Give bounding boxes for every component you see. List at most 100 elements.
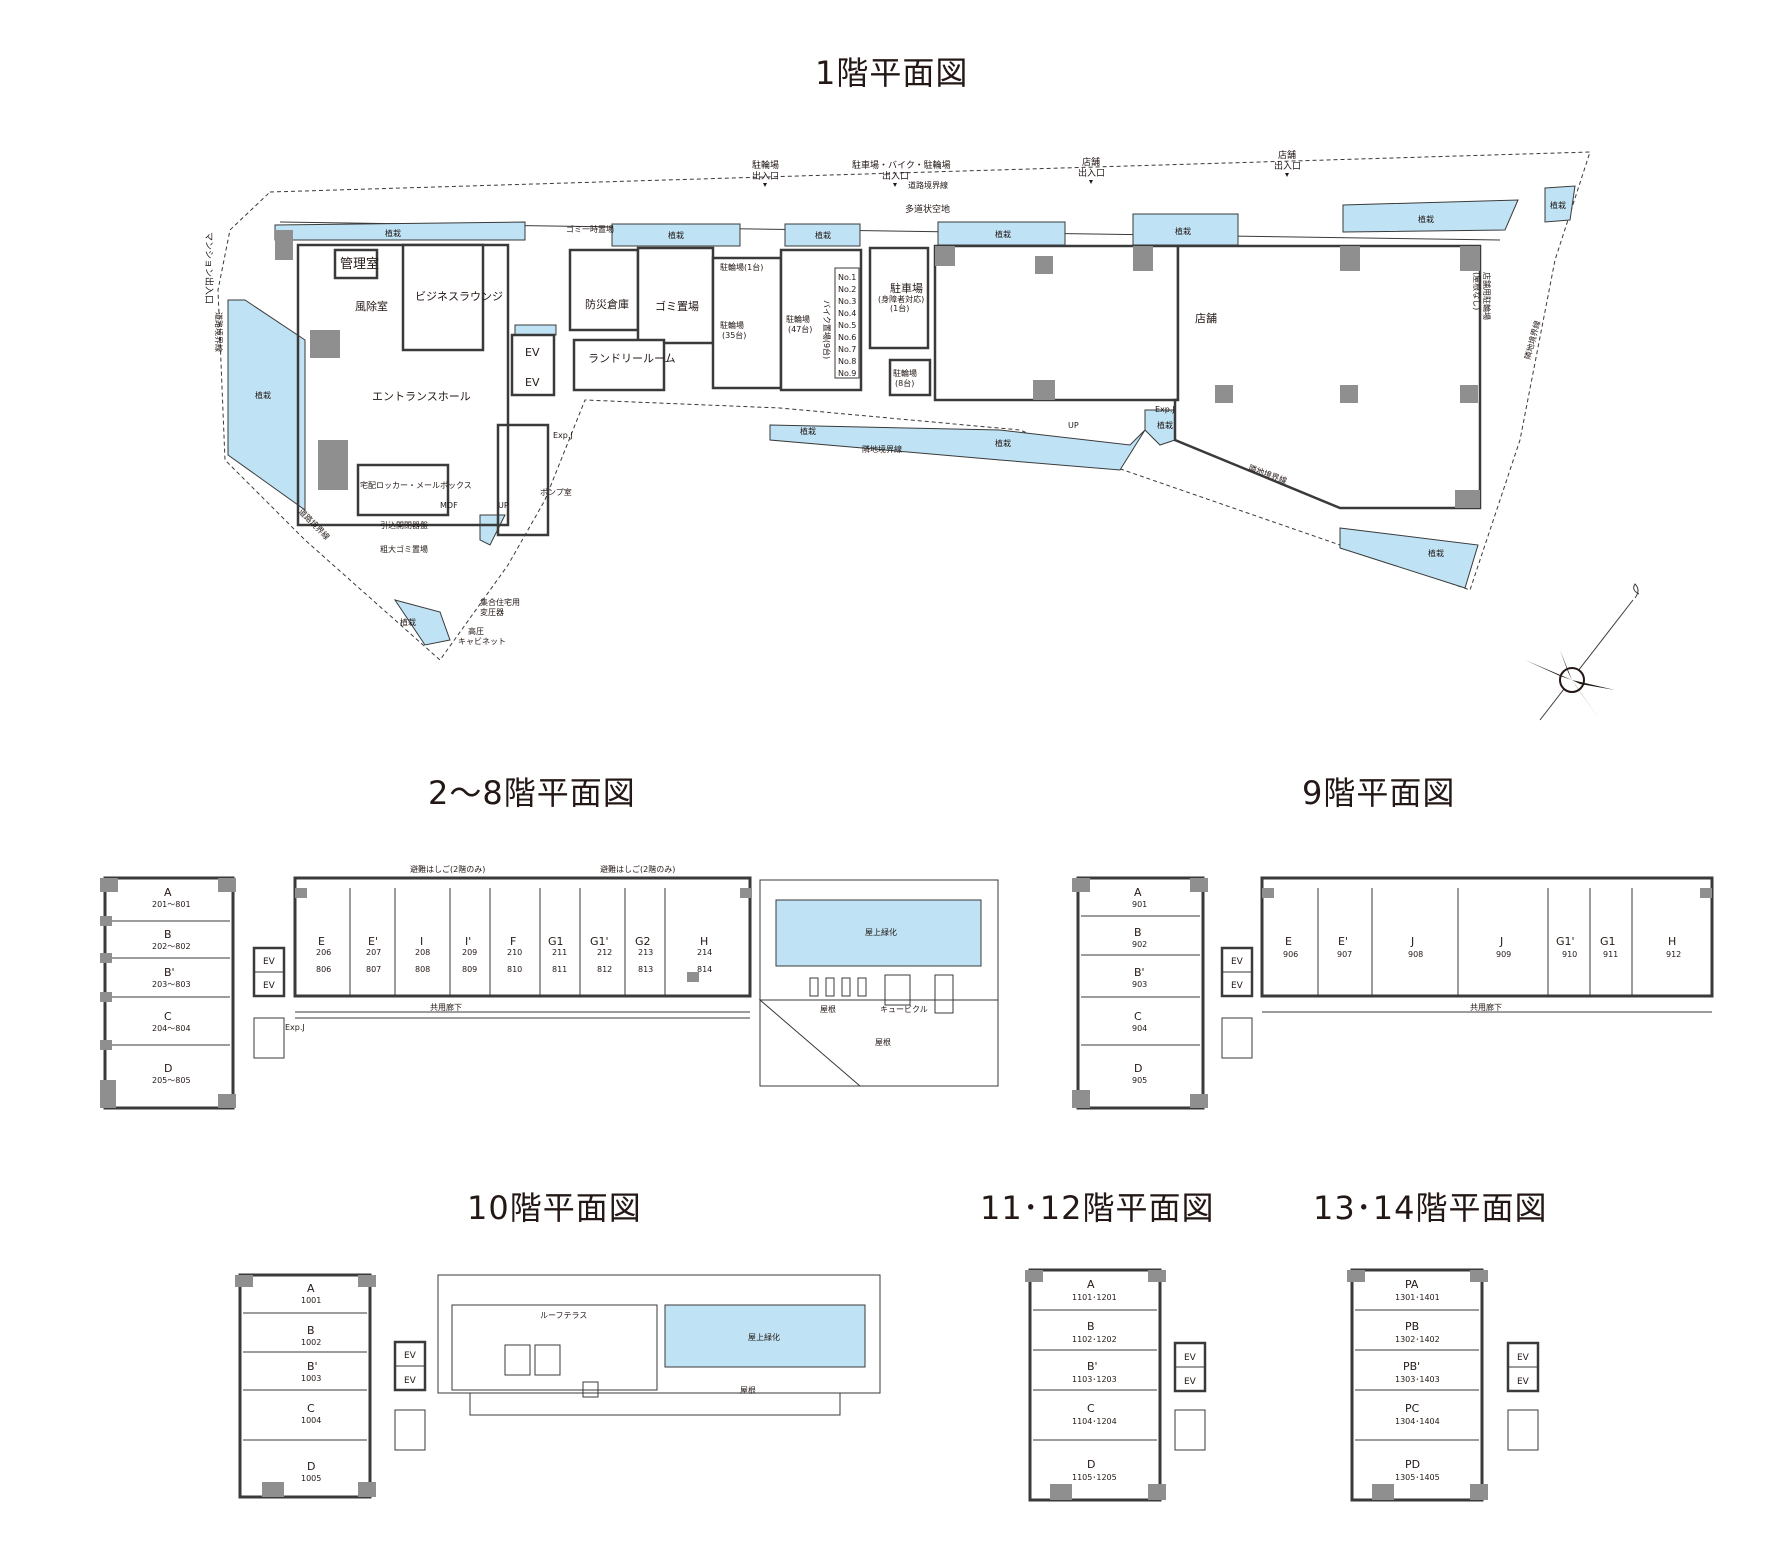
stair-area (496, 423, 550, 537)
col (1035, 256, 1053, 274)
label-entrance-bike: 駐輪場 (752, 159, 779, 171)
unit-D-nums: 205〜805 (152, 1076, 191, 1085)
f13-unit-PB: PB (1405, 1320, 1419, 1333)
unit-C-nums: 204〜804 (152, 1024, 191, 1033)
label-bike2-cnt: (47台) (788, 324, 812, 334)
bike3-room (888, 358, 932, 397)
label-planting: 植栽 (385, 228, 401, 238)
f10-unit-B-nums: 1002 (301, 1338, 321, 1347)
label-shop-bike: 店舗用駐輪場 (1482, 272, 1492, 320)
f9-unit-C-nums: 904 (1132, 1024, 1147, 1033)
unit-G1p-bot: 812 (597, 965, 612, 974)
unit-F: F (510, 935, 516, 948)
f10-unit-D: D (307, 1460, 315, 1473)
unit-I-top: 208 (415, 948, 430, 957)
f11-unit-B: B (1087, 1320, 1095, 1333)
label-roof-terrace: ルーフテラス (540, 1311, 587, 1320)
unit-G1-top: 211 (552, 948, 567, 957)
floor2-8-plan: A 201〜801 B 202〜802 B' 203〜803 C 204〜804… (100, 864, 999, 1110)
floor10-plan: A 1001 B 1002 B' 1003 C 1004 D 1005 EV E… (235, 1273, 881, 1499)
unit-Ip-top: 209 (462, 948, 477, 957)
f9-unit-D: D (1134, 1062, 1142, 1075)
label-neighbor-boundary: 隣地境界線 (862, 444, 902, 454)
unit-G2: G2 (635, 935, 651, 948)
f9-unit-A: A (1134, 886, 1142, 899)
label-entrance-shop2-sub: 出入口 (1274, 160, 1301, 172)
label-planting: 植栽 (1418, 214, 1434, 224)
f11-unit-D: D (1087, 1458, 1095, 1471)
f10-unit-C-nums: 1004 (301, 1416, 321, 1425)
label-shop: 店舗 (1195, 311, 1217, 325)
unit-F-top: 210 (507, 948, 522, 957)
label-kanri: 管理室 (340, 256, 379, 272)
f10-label-ev: EV (404, 1376, 417, 1386)
label-entrance-shop1: 店舗 (1082, 156, 1100, 168)
arrow-down-icon (763, 183, 767, 187)
ev-room (510, 333, 556, 397)
label-roof2: 屋根 (820, 1004, 836, 1014)
kanri-room (333, 248, 379, 280)
f9-unit-B-nums: 902 (1132, 940, 1147, 949)
f9-unit-H-nums: 912 (1666, 950, 1681, 959)
label-bike2: 駐輪場 (786, 314, 810, 324)
f13-unit-PBp-nums: 1303･1403 (1395, 1375, 1440, 1384)
label-fujoshitsu: 風除室 (355, 299, 388, 313)
label-hikikomi: 引込開閉器盤 (380, 520, 428, 530)
business-lounge (401, 243, 485, 352)
label-road-boundary-w: 道路境界線 (214, 312, 224, 352)
planting-expj (1144, 409, 1176, 446)
col (1460, 385, 1478, 403)
label-expj: Exp.J (285, 1023, 305, 1032)
f10-label-ev: EV (404, 1351, 417, 1361)
label-bike1: 駐輪場 (720, 320, 744, 330)
laundry-room (572, 338, 666, 392)
label-bike-top: 駐輪場(1台) (720, 262, 763, 272)
label-bike1-cnt: (35台) (722, 330, 746, 340)
label-slot: No.1 (838, 273, 856, 282)
label-walkway: 多道状空地 (905, 203, 950, 215)
col (1033, 380, 1055, 400)
planting-n5 (1342, 199, 1519, 233)
label-locker: 宅配ロッカー・メールボックス (360, 480, 472, 490)
f10-unit-Bp: B' (307, 1360, 318, 1373)
f9-unit-E-nums: 906 (1283, 950, 1298, 959)
label-slot: No.7 (838, 345, 856, 354)
col (1215, 385, 1233, 403)
label-ladder: 避難はしご(2階のみ) (410, 864, 485, 874)
f11-label-ev: EV (1184, 1377, 1197, 1387)
unit-H-top: 214 (697, 948, 712, 957)
label-planting: 植栽 (800, 426, 816, 436)
unit-E-bot: 806 (316, 965, 331, 974)
f11-label-ev: EV (1184, 1353, 1197, 1363)
unit-G1p-top: 212 (597, 948, 612, 957)
label-cabinet: キャビネット (458, 637, 506, 646)
planting-ev (514, 324, 557, 336)
planting-n2 (784, 223, 861, 247)
col (935, 246, 955, 266)
floor11-12-plan: A 1101･1201 B 1102･1202 B' 1103･1203 C 1… (1025, 1268, 1207, 1502)
planting-s1 (479, 514, 506, 546)
col (1455, 490, 1480, 508)
unit-G1: G1 (548, 935, 564, 948)
label-henatsuki: 変圧器 (480, 607, 504, 617)
unit-G1p: G1' (590, 935, 609, 948)
f13-unit-PBp: PB' (1403, 1360, 1420, 1373)
f10-unit-B: B (307, 1324, 315, 1337)
unit-G1-bot: 811 (552, 965, 567, 974)
label-bike3-cnt: (8台) (895, 378, 914, 388)
f9-unit-Bp-nums: 903 (1132, 980, 1147, 989)
label-planting: 植栽 (995, 438, 1011, 448)
f13-label-ev: EV (1517, 1353, 1530, 1363)
f11-unit-A-nums: 1101･1201 (1072, 1293, 1117, 1302)
label-kouatsu: 高圧 (468, 626, 484, 636)
f13-unit-PB-nums: 1302･1402 (1395, 1335, 1440, 1344)
f11-unit-C-nums: 1104･1204 (1072, 1417, 1117, 1426)
f9-east-block (1260, 876, 1714, 998)
gomi-room (636, 246, 715, 345)
label-slot: No.9 (838, 369, 856, 378)
f9-label-corridor: 共用廊下 (1470, 1002, 1502, 1012)
label-entrance-shop1-sub: 出入口 (1078, 167, 1105, 179)
f9-label-ev: EV (1231, 957, 1244, 967)
unit-E-top: 206 (316, 948, 331, 957)
f10-unit-Bp-nums: 1003 (301, 1374, 321, 1383)
